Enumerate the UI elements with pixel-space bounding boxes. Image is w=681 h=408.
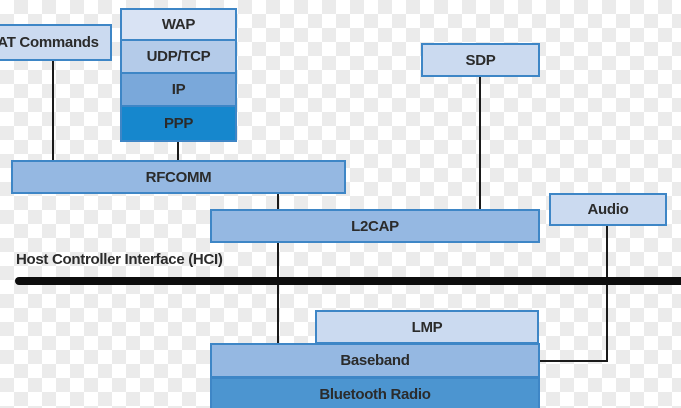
node-audio-label: Audio	[587, 201, 629, 218]
node-lmp: LMP	[315, 310, 539, 344]
node-wap: WAP	[122, 10, 235, 41]
node-udp-tcp-label: UDP/TCP	[146, 48, 211, 65]
node-l2cap-label: L2CAP	[351, 217, 399, 235]
node-ip-label: IP	[171, 81, 186, 98]
node-udp-tcp: UDP/TCP	[122, 41, 235, 74]
node-at-commands: AT Commands	[0, 24, 112, 61]
node-sdp: SDP	[421, 43, 540, 77]
connector-atcommands-rfcomm	[52, 60, 54, 160]
node-sdp-label: SDP	[465, 51, 496, 69]
connector-sdp-l2cap	[479, 76, 481, 210]
node-bluetooth-radio: Bluetooth Radio	[210, 377, 540, 408]
hci-bus-line	[15, 277, 681, 285]
node-baseband: Baseband	[210, 343, 540, 378]
node-wap-stack: WAP UDP/TCP IP PPP	[120, 8, 237, 142]
node-bluetooth-radio-label: Bluetooth Radio	[319, 386, 431, 403]
node-ppp: PPP	[122, 107, 235, 140]
hci-label: Host Controller Interface (HCI)	[16, 251, 223, 268]
node-baseband-label: Baseband	[340, 352, 410, 369]
node-at-commands-label: AT Commands	[0, 34, 99, 51]
node-lmp-label: LMP	[411, 318, 443, 336]
node-ip: IP	[122, 74, 235, 107]
connector-audio-baseband-horizontal	[539, 360, 608, 362]
connector-ppp-rfcomm	[177, 140, 179, 160]
node-wap-label: WAP	[161, 16, 196, 33]
node-l2cap: L2CAP	[210, 209, 540, 243]
node-audio: Audio	[549, 193, 667, 226]
connector-audio-vertical	[606, 225, 608, 362]
connector-rfcomm-l2cap-baseband	[277, 193, 279, 343]
node-ppp-label: PPP	[163, 115, 194, 132]
node-rfcomm: RFCOMM	[11, 160, 346, 194]
node-rfcomm-label: RFCOMM	[145, 168, 212, 186]
